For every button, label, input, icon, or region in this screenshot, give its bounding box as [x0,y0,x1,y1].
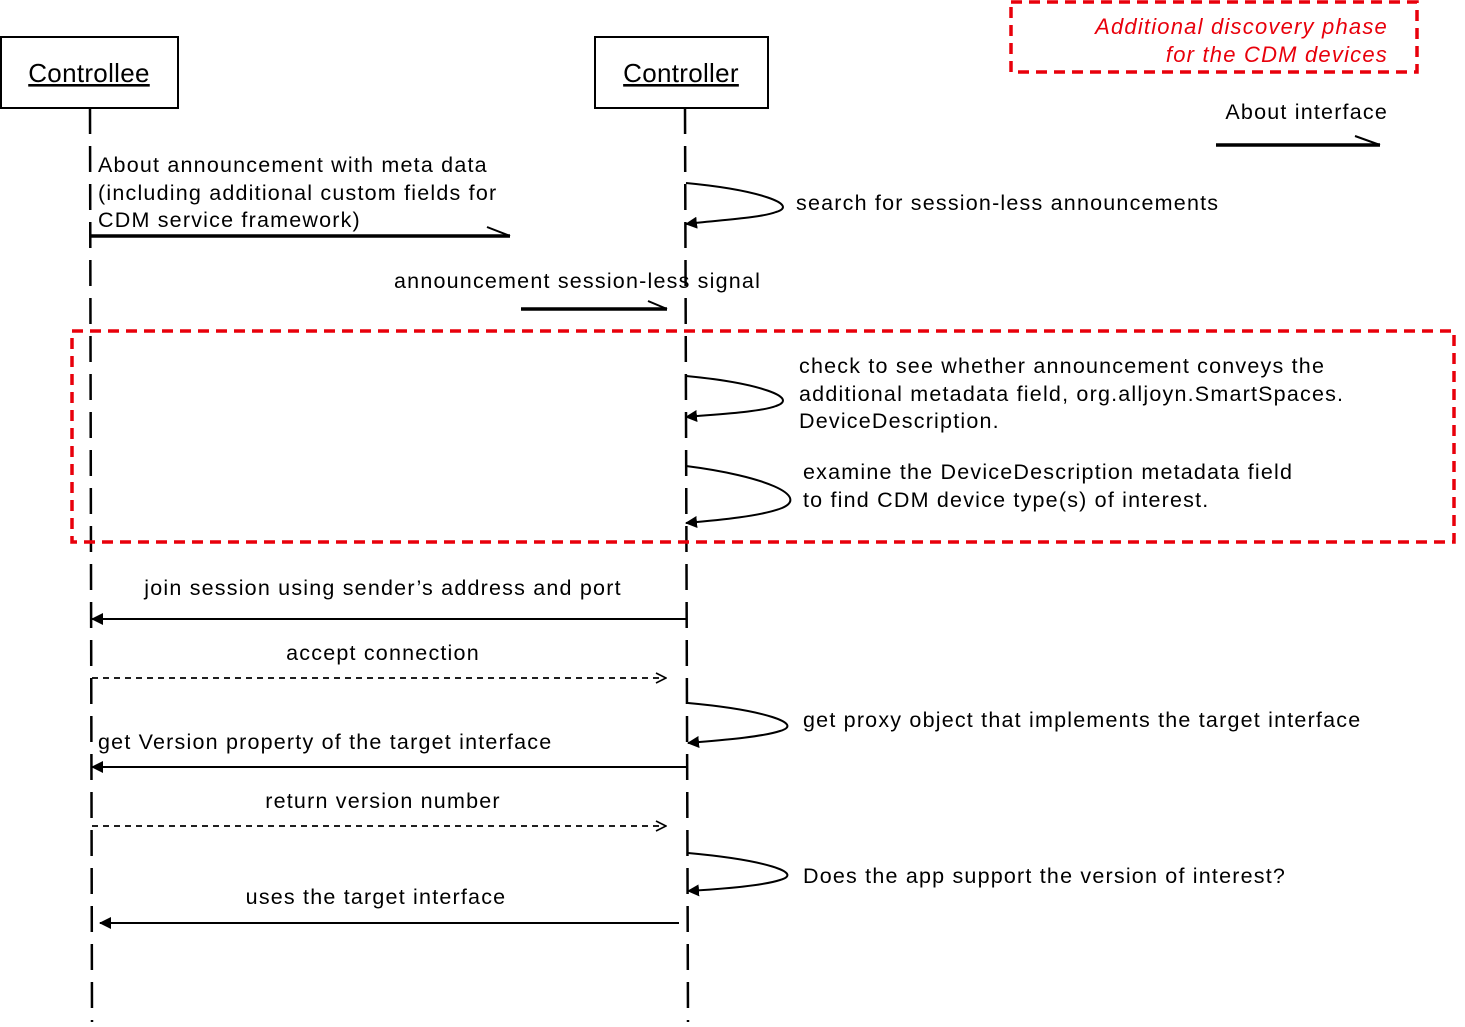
message-sessionless-signal: announcement session-less signal [394,269,761,311]
about-announcement-line3: CDM service framework) [98,208,361,232]
sessionless-signal-label: announcement session-less signal [394,269,761,293]
return-version-label: return version number [265,789,501,813]
discovery-phase-region [70,329,1456,544]
message-about-announcement: About announcement with meta data (inclu… [90,153,511,238]
about-announcement-line2: (including additional custom fields for [98,181,497,205]
controller-lifeline [683,107,690,1023]
search-sessionless-label: search for session-less announcements [796,191,1219,215]
message-accept-connection: accept connection [92,641,666,678]
controller-participant: Controller [594,36,769,109]
get-proxy-label: get proxy object that implements the tar… [803,708,1361,732]
legend-about-interface-label: About interface [1225,100,1388,124]
message-join-session: join session using sender’s address and … [91,576,687,625]
self-call-search: search for session-less announcements [685,182,1219,229]
accept-connection-label: accept connection [286,641,480,665]
self-call-examine-field: examine the DeviceDescription metadata f… [685,460,1293,529]
join-session-label: join session using sender’s address and … [143,576,622,600]
check-metadata-line2: additional metadata field, org.alljoyn.S… [799,382,1344,406]
message-get-version: get Version property of the target inter… [91,730,687,773]
legend-phase-line1: Additional discovery phase [1093,14,1388,39]
self-call-get-proxy: get proxy object that implements the tar… [687,702,1361,749]
examine-field-line2: to find CDM device type(s) of interest. [803,488,1209,512]
self-call-check-metadata: check to see whether announcement convey… [685,354,1344,433]
controller-label: Controller [623,58,739,88]
get-version-label: get Version property of the target inter… [98,730,552,754]
controllee-label: Controllee [28,58,150,88]
legend-phase-line2: for the CDM devices [1166,42,1388,67]
examine-field-line1: examine the DeviceDescription metadata f… [803,460,1293,484]
uses-interface-label: uses the target interface [246,885,507,909]
controllee-lifeline [88,107,94,1023]
check-metadata-line3: DeviceDescription. [799,409,1000,433]
self-call-version-support: Does the app support the version of inte… [687,852,1286,897]
check-metadata-line1: check to see whether announcement convey… [799,354,1325,378]
message-uses-interface: uses the target interface [99,885,679,929]
about-announcement-line1: About announcement with meta data [98,153,488,177]
version-support-label: Does the app support the version of inte… [803,864,1286,888]
legend: Additional discovery phase for the CDM d… [1009,0,1419,147]
legend-about-interface-hook [1354,135,1381,146]
message-return-version: return version number [92,789,666,826]
controllee-participant: Controllee [0,36,179,109]
legend-phase-box [1009,0,1419,74]
